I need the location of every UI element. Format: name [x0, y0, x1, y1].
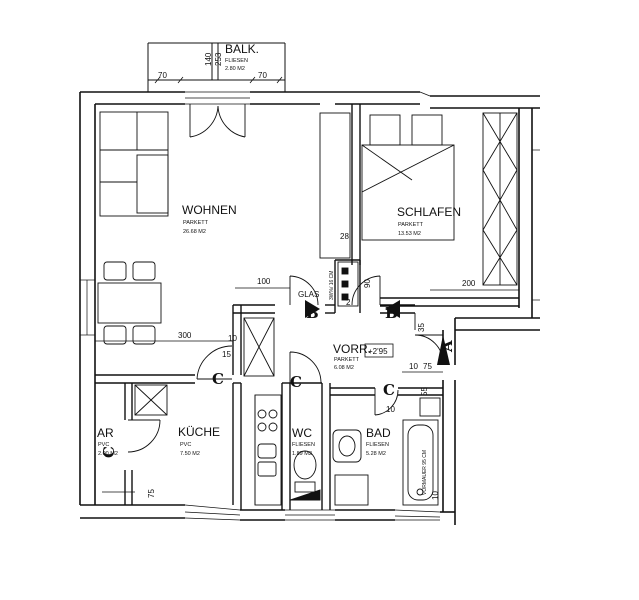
dim-70-left: 70 — [158, 71, 167, 80]
room-name-bad: BAD — [366, 426, 391, 440]
room-area-kueche: 7.50 M2 — [180, 451, 200, 457]
level-box — [364, 343, 394, 358]
bathroom-sink — [332, 429, 362, 463]
outer-wall-top — [80, 91, 540, 109]
dim-253: 253 — [214, 52, 223, 66]
room-area-bad: 5.28 M2 — [366, 451, 386, 457]
section-marker-c-ar: C — [100, 446, 118, 458]
furniture — [97, 111, 518, 506]
balcony — [147, 42, 286, 92]
room-name-wc: WC — [292, 426, 312, 440]
dim-35: 35 — [417, 323, 426, 332]
level-label: +2'95 — [368, 347, 388, 356]
dim-55: 55 — [420, 387, 429, 396]
dim-28: 28 — [340, 232, 349, 241]
room-name-ar: AR — [97, 426, 114, 440]
vormauer-label: VORMAUER 95 CM — [422, 450, 428, 495]
dim-15: 15 — [222, 350, 231, 359]
room-area-wohnen: 26.68 M2 — [183, 229, 206, 235]
dim-90: 90 — [363, 279, 372, 288]
dim-200: 200 — [462, 279, 476, 288]
room-name-schlafen: SCHLAFEN — [397, 205, 461, 219]
bathtub — [402, 419, 439, 506]
svg-text:C: C — [100, 446, 118, 458]
wardrobe-schlafen — [482, 112, 518, 286]
misc-labels: GLAS +2'95 VORMAUER 95 CM 3W%/ 16 CM — [298, 271, 428, 495]
outer-wall-right — [442, 108, 540, 525]
room-name-kueche: KÜCHE — [178, 425, 220, 439]
room-finish-balkon: FLIESEN — [225, 58, 248, 64]
svg-text:C: C — [290, 373, 302, 391]
doors — [127, 104, 444, 453]
room-finish-wc: FLIESEN — [292, 442, 315, 448]
section-markers: A B B C C C C — [100, 300, 456, 458]
room-area-wc: 1.89 M2 — [292, 451, 312, 457]
svg-text:B: B — [306, 304, 319, 322]
room-name-wohnen: WOHNEN — [182, 203, 237, 217]
glass-element — [243, 317, 275, 377]
interior-walls — [95, 104, 519, 510]
room-area-schlafen: 13.53 M2 — [398, 231, 421, 237]
section-marker-c-wc: C — [290, 373, 302, 391]
outer-wall-left — [79, 92, 96, 505]
section-marker-a: A — [437, 335, 456, 365]
room-finish-wohnen: PARKETT — [183, 220, 209, 226]
svg-text:C: C — [383, 381, 395, 399]
dim-75-a: 75 — [423, 362, 432, 371]
dining-table — [97, 261, 162, 345]
room-area-balkon: 2.80 M2 — [225, 66, 245, 72]
dim-10-c: 10 — [386, 405, 395, 414]
washing-machine — [334, 474, 369, 506]
sofa — [99, 111, 169, 217]
dim-70-right: 70 — [258, 71, 267, 80]
dimension-lines — [95, 287, 519, 493]
dim-2: 2 — [346, 298, 351, 307]
room-labels: BALK. FLIESEN 2.80 M2 WOHNEN PARKETT 26.… — [97, 42, 461, 457]
dimension-labels: 140 253 70 70 28 90 100 200 300 10 15 35… — [147, 52, 476, 500]
dim-10-a: 10 — [228, 334, 237, 343]
dim-140: 140 — [204, 52, 213, 66]
shaft-label: 3W%/ 16 CM — [329, 271, 335, 300]
wardrobe-wohnen — [319, 112, 351, 259]
section-marker-c-kitchen: C — [212, 370, 224, 388]
room-finish-kueche: PVC — [180, 442, 191, 448]
room-name-balkon: BALK. — [225, 42, 259, 56]
room-finish-ar: PVC — [98, 442, 109, 448]
section-marker-b-right: B — [385, 300, 400, 322]
dim-10-d: 10 — [431, 491, 440, 500]
ar-shelf — [134, 384, 168, 416]
room-area-ar: 2.00 M2 — [98, 451, 118, 457]
svg-text:A: A — [438, 340, 456, 353]
glas-label: GLAS — [298, 290, 319, 299]
bad-cabinet — [419, 397, 441, 417]
room-area-vorraum: 6.08 M2 — [334, 365, 354, 371]
toilet — [289, 450, 321, 501]
dim-10-b: 10 — [409, 362, 418, 371]
windows — [80, 91, 540, 521]
room-name-vorraum: VORR. — [333, 342, 371, 356]
outer-wall-bottom — [80, 504, 455, 521]
shaft — [337, 261, 359, 307]
bed — [361, 114, 455, 241]
dim-100: 100 — [257, 277, 271, 286]
room-finish-bad: FLIESEN — [366, 442, 389, 448]
section-marker-b-left: B — [305, 300, 320, 322]
svg-text:B: B — [385, 304, 398, 322]
section-marker-c-bad: C — [383, 381, 395, 399]
room-finish-vorraum: PARKETT — [334, 357, 360, 363]
kitchen-counter — [254, 394, 282, 506]
walls — [79, 91, 540, 525]
dim-300: 300 — [178, 331, 192, 340]
svg-text:C: C — [212, 370, 224, 388]
room-finish-schlafen: PARKETT — [398, 222, 424, 228]
dim-75-b: 75 — [147, 489, 156, 498]
